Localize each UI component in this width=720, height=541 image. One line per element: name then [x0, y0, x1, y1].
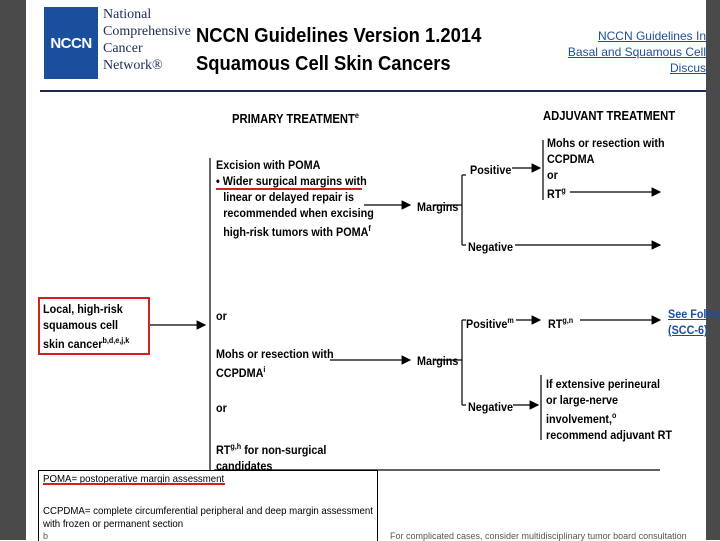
- table-of-contents-link[interactable]: Basal and Squamous Cell: [567, 45, 706, 59]
- rt-option: RTg,h for non-surgical candidates: [216, 442, 327, 473]
- primary-treatment-header: PRIMARY TREATMENTe: [232, 111, 359, 127]
- adjuvant-rt: RTg,n: [548, 316, 574, 331]
- or-separator-2: or: [216, 401, 227, 415]
- negative-result-2: Negative: [468, 400, 514, 414]
- page-title: NCCN Guidelines Version 1.2014 Squamous …: [196, 25, 482, 75]
- poma-footnote: POMA= postoperative margin assessment: [43, 473, 225, 485]
- left-frame-bar: [0, 0, 26, 540]
- excision-option: Excision with POMA • Wider surgical marg…: [216, 158, 374, 239]
- discussion-link[interactable]: Discus: [669, 61, 706, 75]
- positive-result-1: Positive: [470, 163, 512, 177]
- logo-wordmark: National Comprehensive Cancer Network®: [103, 7, 191, 73]
- adjuvant-perineural: If extensive perineural or large-nerve i…: [546, 377, 673, 442]
- right-frame-bar: [706, 0, 720, 540]
- follow-up-link[interactable]: See Follow (SCC-6): [668, 307, 720, 337]
- footnote-box: [38, 470, 378, 541]
- poma-strike-line: [43, 483, 225, 485]
- or-separator-1: or: [216, 309, 227, 323]
- patient-highlight-box: [38, 297, 150, 355]
- header-rule: [40, 90, 706, 92]
- margins-label-1: Margins: [417, 200, 459, 214]
- mohs-option: Mohs or resection with CCPDMAi: [216, 347, 334, 380]
- guideline-links: NCCN Guidelines In Basal and Squamous Ce…: [568, 28, 706, 76]
- nccn-logo: NCCN: [44, 7, 98, 79]
- negative-result-1: Negative: [468, 240, 514, 254]
- guidelines-index-link[interactable]: NCCN Guidelines In: [597, 29, 706, 43]
- wider-margins-underline: [216, 188, 362, 190]
- ccpdma-footnote: CCPDMA= complete circumferential periphe…: [43, 505, 373, 530]
- footnote-cut-left: b: [43, 531, 49, 541]
- positive-result-2: Positivem: [466, 316, 514, 331]
- margins-label-2: Margins: [417, 354, 459, 368]
- footnote-cut-right: For complicated cases, consider multidis…: [390, 531, 687, 541]
- adjuvant-mohs-or-rt: Mohs or resection with CCPDMA or RTg: [547, 136, 665, 201]
- adjuvant-treatment-header: ADJUVANT TREATMENT: [543, 109, 676, 123]
- patient-description: Local, high-risk squamous cell skin canc…: [43, 302, 130, 351]
